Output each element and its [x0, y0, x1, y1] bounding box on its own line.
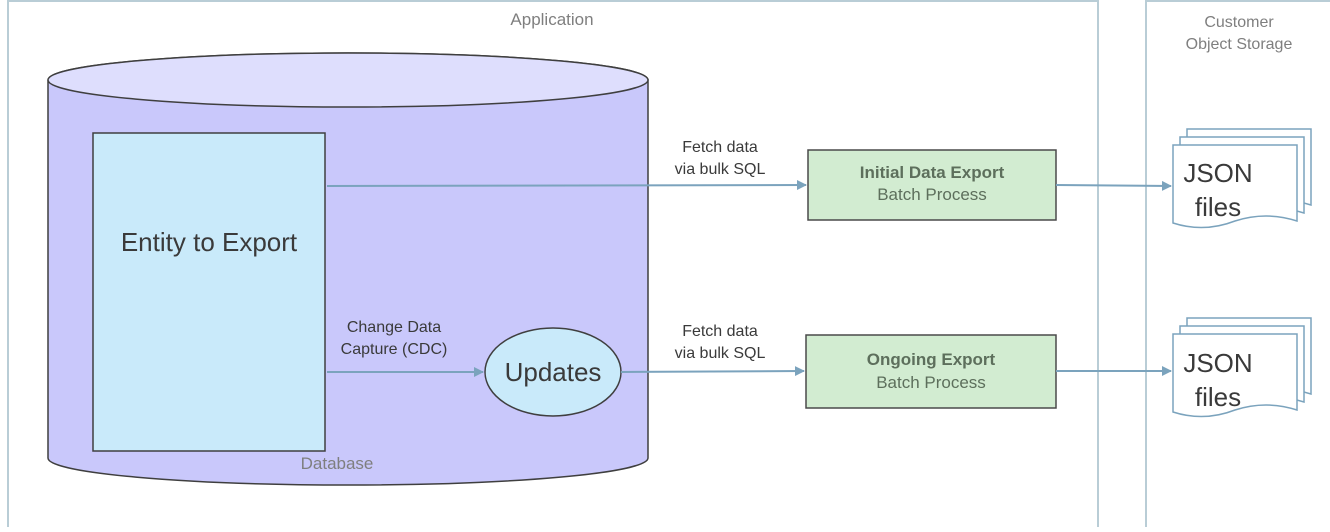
arrow-updates-to-ongoing-export: Fetch data via bulk SQL [620, 323, 805, 377]
ongoing-export-process: Ongoing Export Batch Process [805, 334, 1057, 409]
arrow-entity-to-initial-export: Fetch data via bulk SQL [326, 139, 807, 191]
fetch-ongoing-label-line2: via bulk SQL [675, 345, 766, 362]
json-files-top: JSON files [1172, 128, 1312, 229]
cdc-label-line1: Change Data [347, 319, 441, 336]
json-top-line2: files [1195, 192, 1241, 222]
entity-label: Entity to Export [121, 227, 298, 257]
application-container: Application [7, 0, 1099, 527]
arrow-entity-to-updates: Change Data Capture (CDC) [327, 319, 484, 377]
json-top-line1: JSON [1183, 158, 1252, 188]
fetch-ongoing-label-line1: Fetch data [682, 323, 758, 340]
object-storage-container: Customer Object Storage [1145, 0, 1330, 527]
object-storage-label-line1: Customer [1204, 14, 1274, 31]
cdc-label-line2: Capture (CDC) [341, 341, 448, 358]
updates-label: Updates [505, 357, 602, 387]
updates-node: Updates [484, 327, 622, 417]
object-storage-label-line2: Object Storage [1186, 36, 1293, 53]
database-label: Database [301, 454, 374, 473]
entity-box: Entity to Export [92, 132, 326, 452]
initial-export-subtitle: Batch Process [877, 185, 987, 204]
initial-export-process: Initial Data Export Batch Process [807, 149, 1057, 221]
ongoing-export-subtitle: Batch Process [876, 373, 986, 392]
json-bottom-line1: JSON [1183, 348, 1252, 378]
json-bottom-line2: files [1195, 382, 1241, 412]
json-files-bottom: JSON files [1172, 317, 1312, 418]
initial-export-title: Initial Data Export [860, 163, 1005, 182]
database-top [47, 52, 649, 108]
application-label: Application [510, 10, 593, 29]
fetch-initial-label-line2: via bulk SQL [675, 161, 766, 178]
fetch-initial-label-line1: Fetch data [682, 139, 758, 156]
ongoing-export-title: Ongoing Export [867, 350, 996, 369]
arrow-initial-to-json [1055, 180, 1172, 191]
